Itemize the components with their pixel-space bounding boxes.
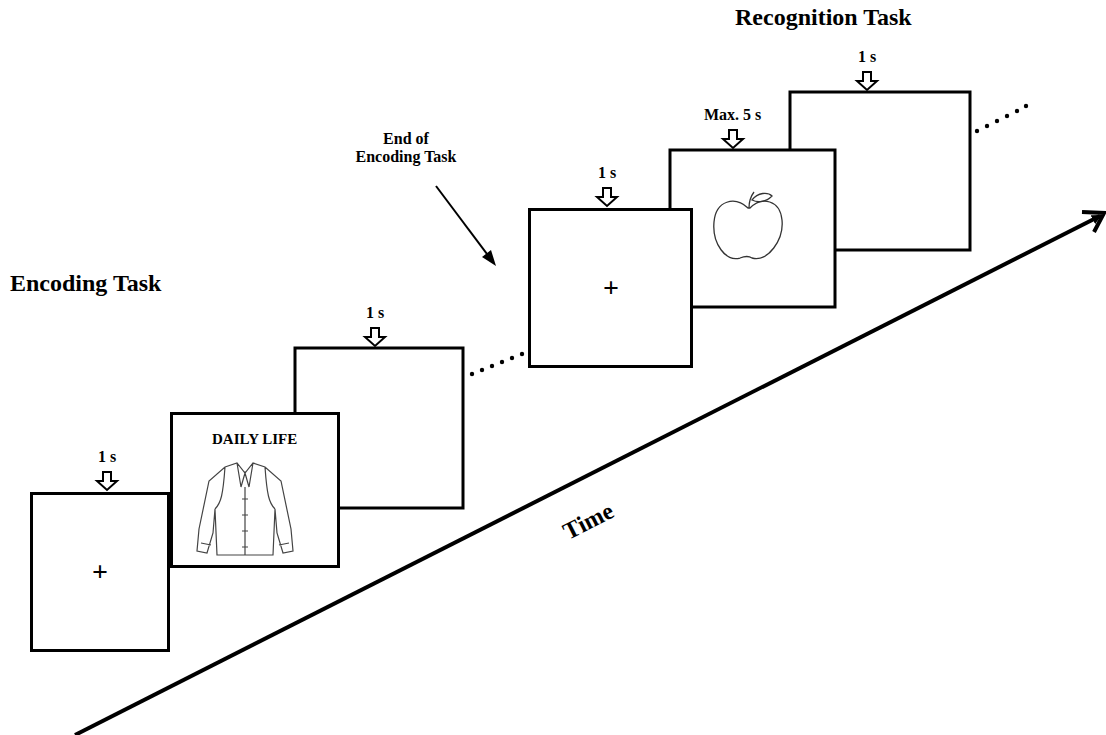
fixation-screen: + [30,492,170,652]
continuation-dots [470,104,1028,376]
duration-label: 1 s [858,48,876,66]
duration-label: 1 s [98,448,116,466]
fixation-cross: + [92,556,108,588]
duration-label: 1 s [598,164,616,182]
pointer-line [436,186,490,258]
apple-drawing [714,192,782,259]
axis-label: Time [559,497,618,545]
task-title: Recognition Task [735,4,912,31]
category-label: DAILY LIFE [212,431,297,448]
axis-head [1082,212,1104,232]
annotation: End of Encoding Task [351,130,461,167]
duration-label: 1 s [366,304,384,322]
fixation-screen: + [528,208,693,368]
pointer-head [482,250,496,266]
picture-screen [670,150,835,307]
fixation-cross: + [603,272,619,304]
duration-label: Max. 5 s [704,106,761,124]
task-title: Encoding Task [10,270,161,297]
stimulus-screen: DAILY LIFE [170,412,340,568]
shirt-drawing [185,459,305,559]
